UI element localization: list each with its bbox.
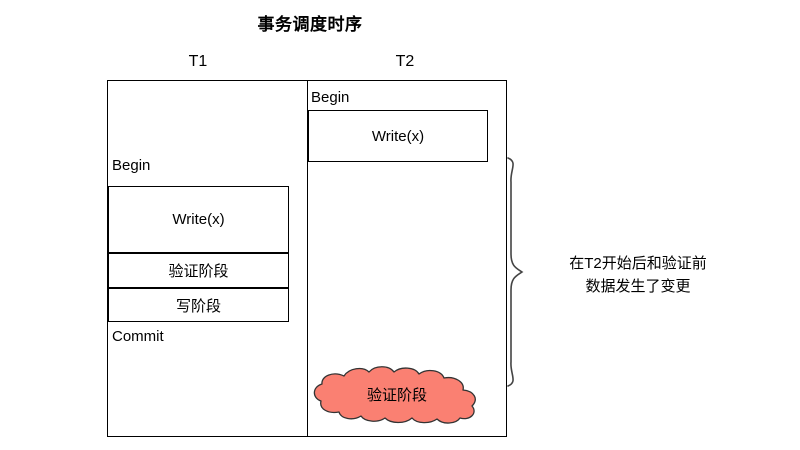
t1-write-phase-step: 写阶段 <box>108 288 289 322</box>
t2-write-step: Write(x) <box>308 110 488 162</box>
annotation-text-line2: 数据发生了变更 <box>585 278 691 295</box>
t2-validate-phase-cloud-label: 验证阶段 <box>366 387 427 404</box>
annotation-text: 在T2开始后和验证前 数据发生了变更 <box>533 252 743 298</box>
t1-validate-phase-step: 验证阶段 <box>108 253 289 288</box>
t1-commit-label: Commit <box>112 328 164 345</box>
column-divider <box>307 80 308 437</box>
column-header-t1: T1 <box>188 53 208 70</box>
annotation-brace-icon <box>506 156 532 388</box>
column-header-t2: T2 <box>395 53 415 70</box>
t2-validate-phase-cloud-shape <box>311 366 483 424</box>
diagram-title: 事务调度时序 <box>257 15 363 34</box>
t2-begin-label: Begin <box>311 89 350 106</box>
t1-write-step: Write(x) <box>108 186 289 253</box>
annotation-text-line1: 在T2开始后和验证前 <box>569 255 707 272</box>
t1-begin-label: Begin <box>112 157 151 174</box>
